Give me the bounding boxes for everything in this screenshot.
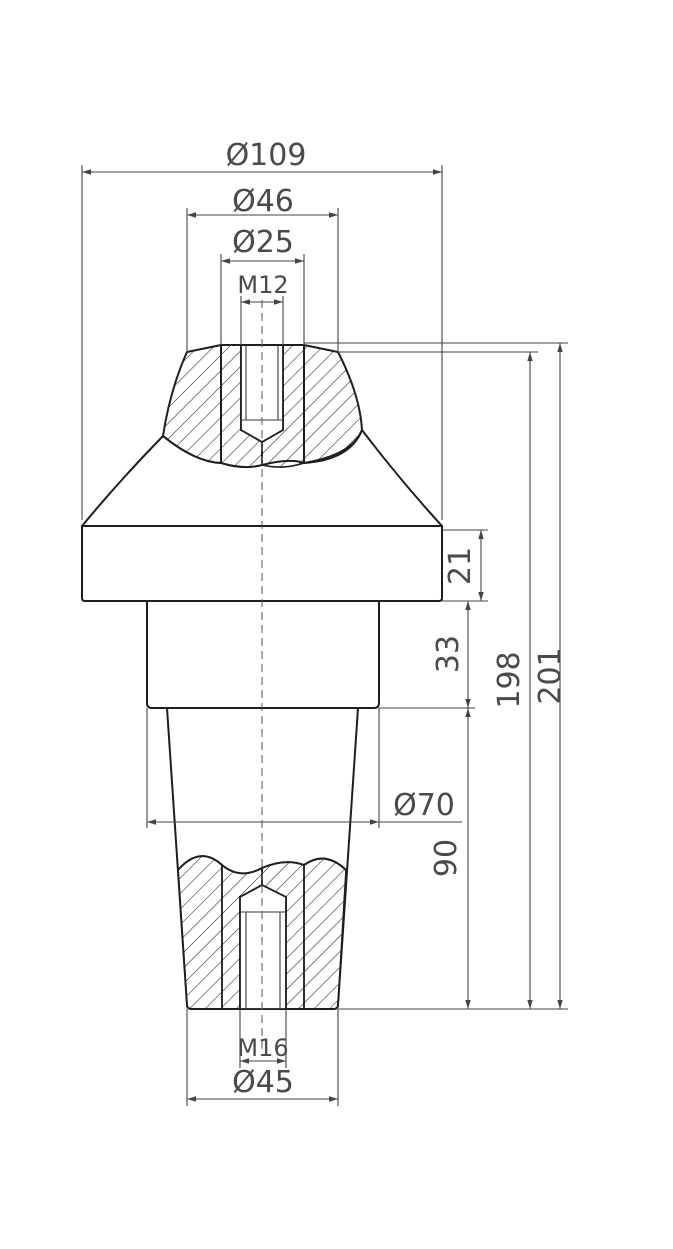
collar	[146, 601, 380, 709]
dim-d70: Ø70	[393, 788, 455, 823]
bottom-section-right	[303, 857, 347, 1010]
dim-d46: Ø46	[232, 184, 294, 219]
dim-h21: 21	[443, 547, 478, 585]
dim-h198: 198	[492, 651, 527, 708]
dim-d25: Ø25	[232, 225, 294, 260]
dim-m12: M12	[237, 271, 288, 299]
dim-h33: 33	[431, 635, 466, 673]
dim-h201: 201	[533, 647, 568, 704]
dim-h90: 90	[429, 839, 464, 877]
flange	[81, 525, 443, 602]
part-outline	[81, 343, 443, 1010]
head-section-right	[303, 343, 364, 465]
dim-m16: M16	[237, 1034, 288, 1062]
dimensions: Ø109 Ø46 Ø25 M12 21 33 198 20	[81, 138, 568, 1106]
bottom-section-left	[177, 855, 223, 1010]
dim-d45: Ø45	[232, 1065, 294, 1100]
head-section-left	[161, 343, 222, 465]
dim-d109: Ø109	[226, 138, 307, 173]
m16-bore	[239, 883, 287, 1010]
